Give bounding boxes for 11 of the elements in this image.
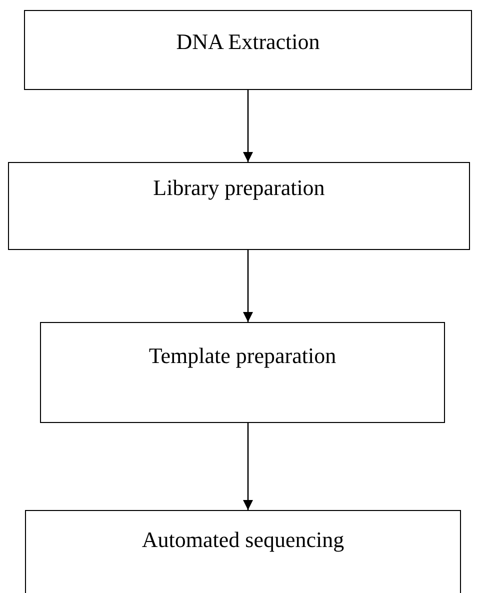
arrow — [243, 250, 253, 322]
arrow — [243, 90, 253, 162]
arrow — [243, 423, 253, 510]
process-box — [25, 510, 461, 593]
step-label: DNA Extraction — [176, 29, 320, 55]
step-label: Template preparation — [148, 343, 336, 369]
step-label: Library preparation — [153, 175, 325, 201]
process-box — [8, 162, 470, 250]
step-label: Automated sequencing — [142, 527, 344, 553]
process-box — [40, 322, 445, 423]
process-box — [24, 10, 472, 90]
